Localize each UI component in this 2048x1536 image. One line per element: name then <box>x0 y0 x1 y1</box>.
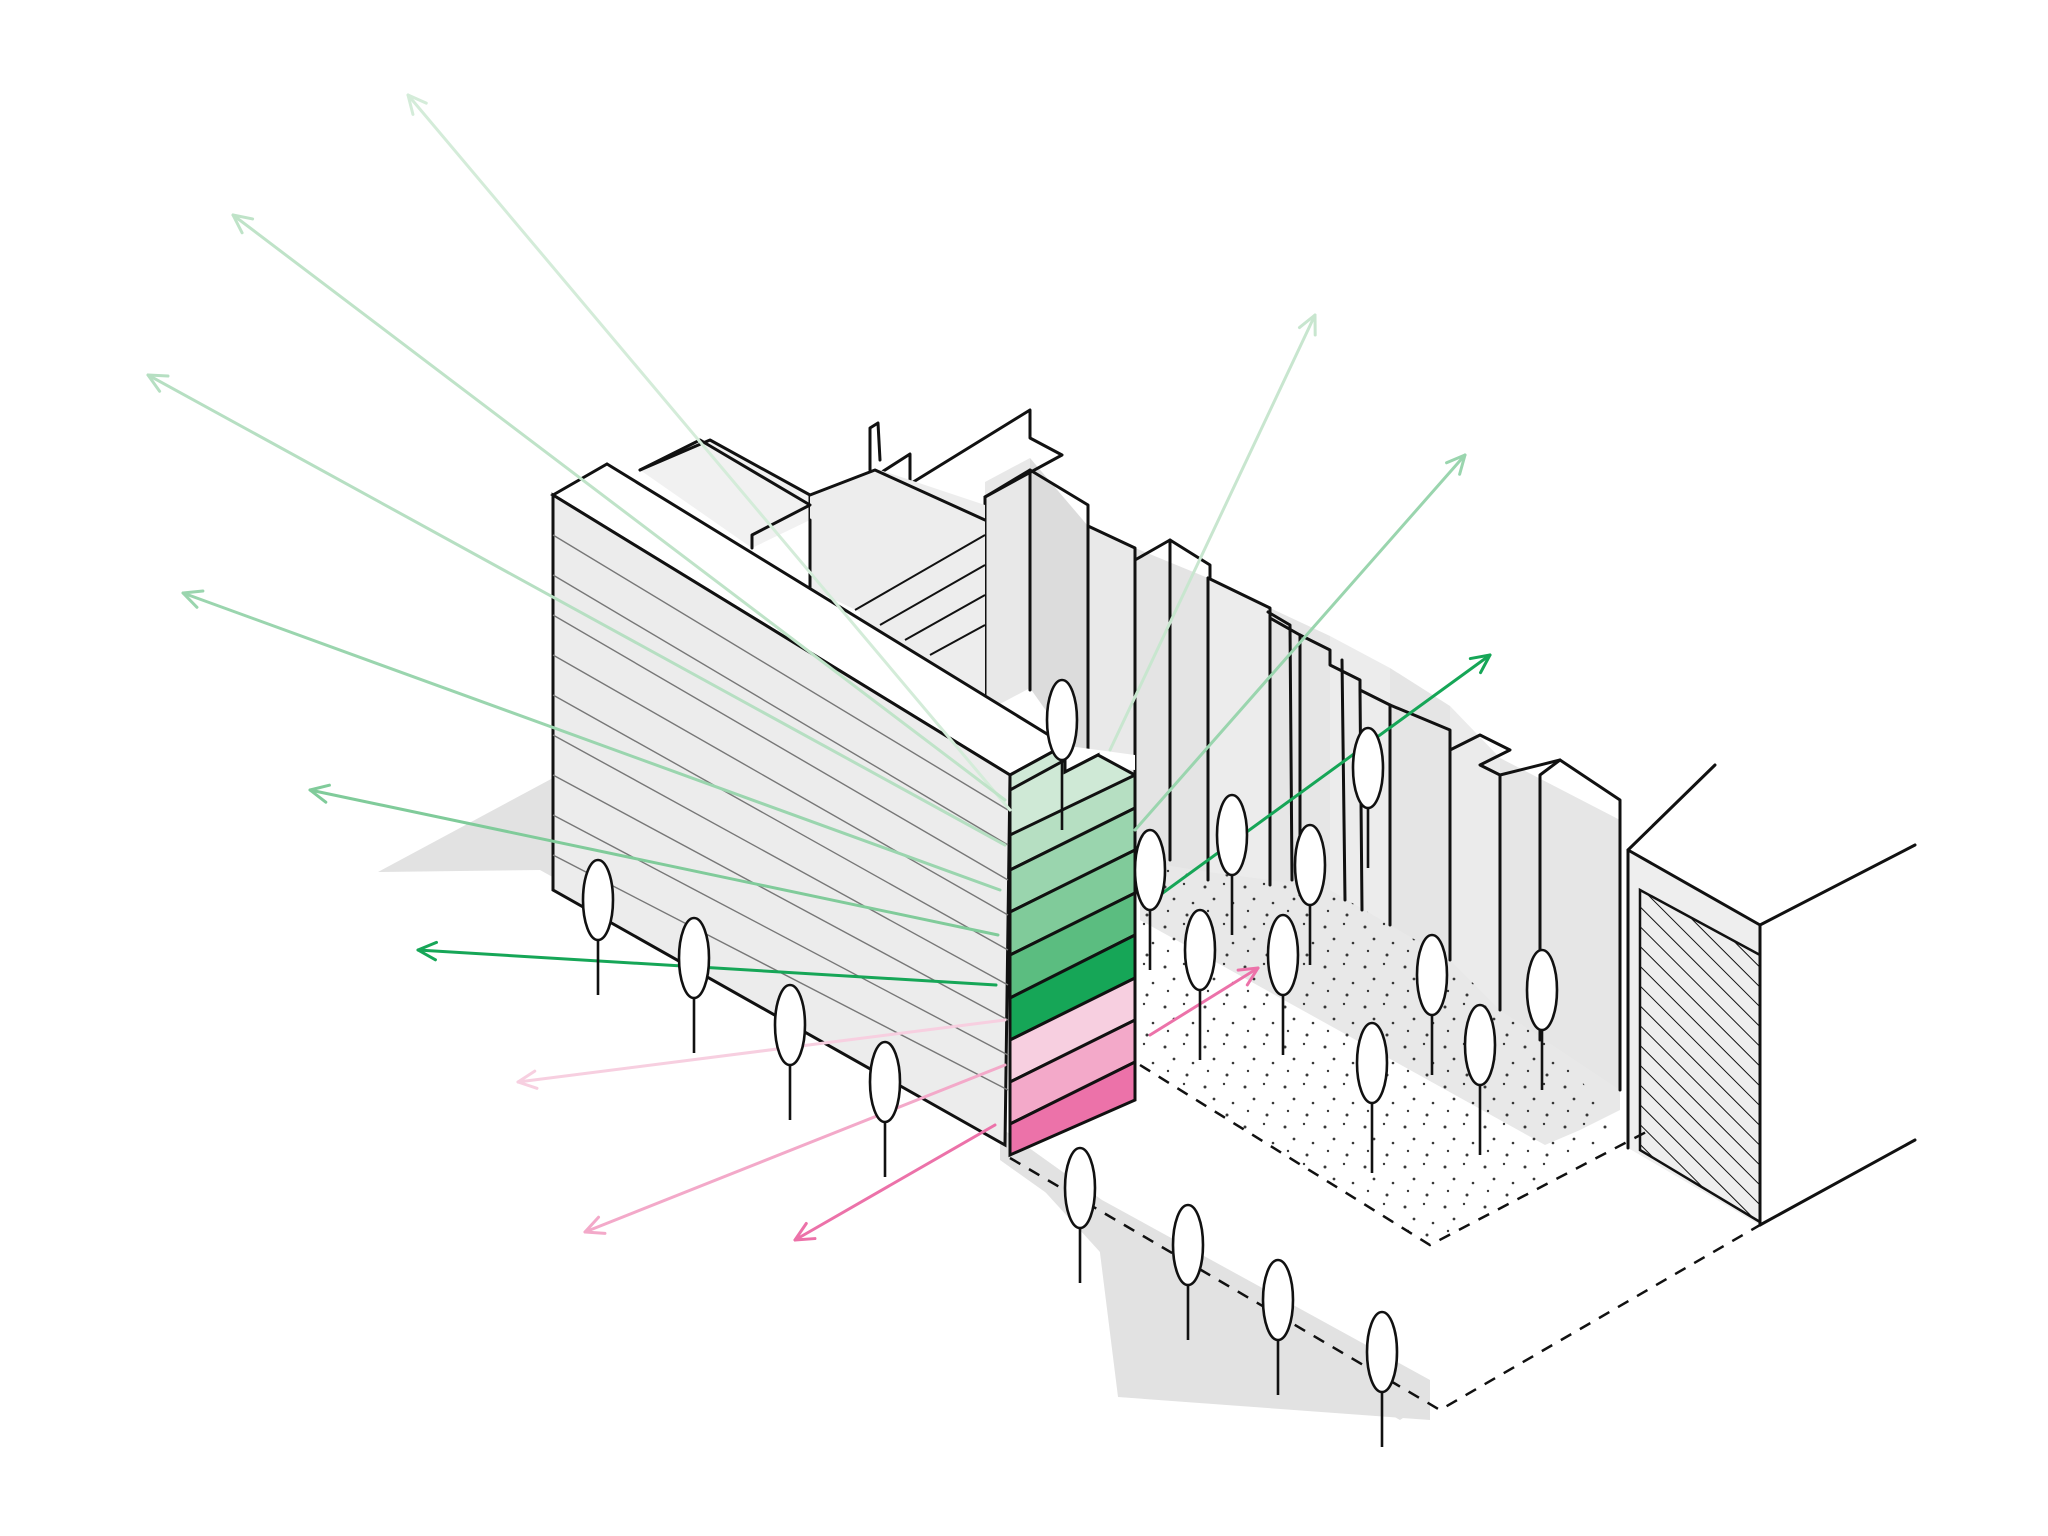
pink-view-arrow <box>1148 966 1260 1037</box>
green-view-arrow <box>146 373 1007 847</box>
tree-icon <box>1463 1003 1497 1155</box>
green-view-arrow <box>406 93 1012 812</box>
tree-icon <box>1133 828 1167 970</box>
tree-icon <box>677 916 711 1053</box>
tree-icon <box>1215 793 1249 935</box>
main-building <box>550 438 1137 1158</box>
tree-icon <box>868 1040 902 1177</box>
trees <box>581 678 1559 1447</box>
tree-icon <box>1261 1258 1295 1395</box>
end-building <box>1626 763 1917 1227</box>
tree-icon <box>1415 933 1449 1075</box>
green-view-arrow <box>1158 653 1492 897</box>
green-view-arrow <box>181 589 1002 892</box>
end-elevation-floors <box>1008 742 1137 1158</box>
green-view-arrow <box>1108 313 1317 752</box>
pink-view-arrow <box>516 1018 1007 1090</box>
tree-icon <box>1351 726 1385 868</box>
tree-icon <box>1171 1203 1205 1340</box>
tree-icon <box>1063 1146 1097 1283</box>
tree-icon <box>1183 908 1217 1060</box>
pink-view-arrow <box>583 1063 1007 1235</box>
tree-icon <box>1365 1310 1399 1447</box>
tree-icon <box>1293 823 1327 965</box>
tree-icon <box>581 858 615 995</box>
tree-icon <box>1266 913 1300 1055</box>
tree-icon <box>1525 948 1559 1090</box>
facade-floor-lines <box>552 534 1009 1091</box>
tree-icon <box>1355 1021 1389 1173</box>
green-view-arrow <box>308 783 1000 937</box>
tree-icon <box>773 983 807 1120</box>
site-boundary <box>1009 1063 1761 1412</box>
courtyard-gravel <box>1138 800 1620 1245</box>
green-view-arrow <box>1133 453 1467 832</box>
pink-view-arrow <box>793 1123 997 1242</box>
tree-icon <box>1045 678 1079 830</box>
view-arrows <box>146 93 1492 1242</box>
green-view-arrow <box>231 213 1007 802</box>
